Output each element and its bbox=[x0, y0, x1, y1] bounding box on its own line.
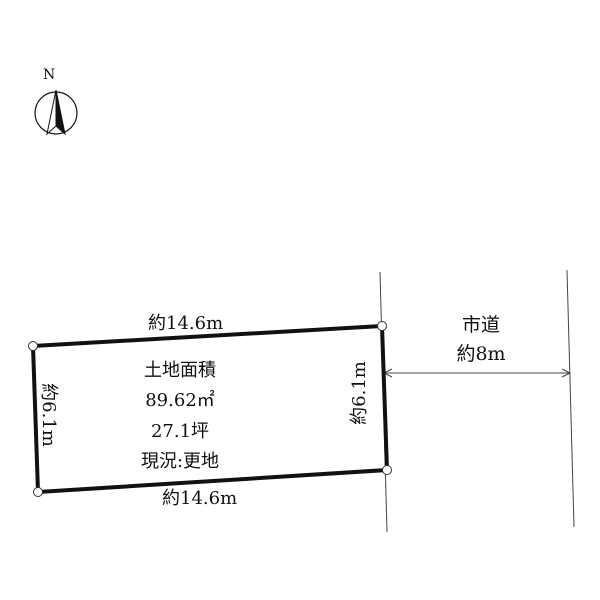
road-width-arrow bbox=[382, 368, 572, 378]
road-edge-far bbox=[566, 269, 575, 528]
bottom-length-label: 約14.6m bbox=[162, 488, 238, 509]
north-label: N bbox=[43, 67, 56, 83]
area-title: 土地面積 bbox=[144, 360, 216, 381]
right-depth-label: 約6.1m bbox=[348, 361, 370, 425]
corner-marker bbox=[377, 321, 387, 331]
area-sqm: 89.62㎡ bbox=[145, 390, 215, 411]
road-name: 市道 bbox=[461, 314, 500, 336]
top-length-label: 約14.6m bbox=[148, 313, 224, 334]
road-width: 約8m bbox=[456, 343, 506, 365]
site-status: 現況:更地 bbox=[140, 451, 220, 472]
north-arrow-icon bbox=[34, 89, 78, 136]
corner-marker bbox=[33, 487, 43, 497]
corner-marker bbox=[382, 465, 392, 475]
area-tsubo: 27.1坪 bbox=[150, 421, 210, 442]
left-depth-label: 約6.1m bbox=[37, 383, 59, 447]
corner-marker bbox=[28, 341, 38, 351]
